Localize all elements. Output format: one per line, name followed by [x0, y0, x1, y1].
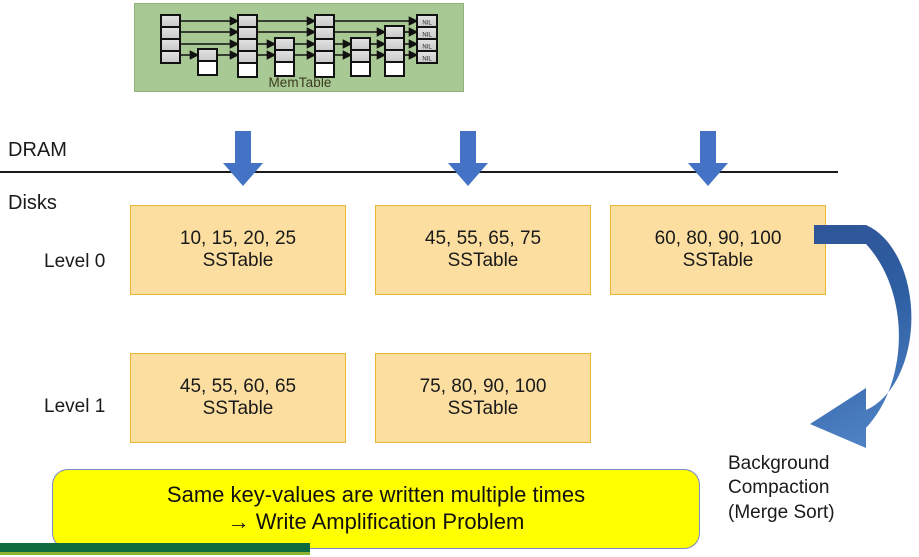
nil-label: NIL: [422, 33, 432, 39]
dram-disk-divider: [0, 171, 838, 173]
disks-label: Disks: [8, 192, 57, 214]
sstable-keys: 45, 55, 65, 75: [424, 227, 542, 249]
sstable-keys: 10, 15, 20, 25: [179, 227, 297, 249]
memtable-caption: MemTable: [268, 75, 332, 90]
flush-arrow-down-icon: [688, 131, 728, 186]
sstable-tag: SSTable: [447, 250, 519, 271]
sstable-tag: SSTable: [682, 250, 754, 271]
sstable-tag: SSTable: [202, 250, 274, 271]
sstable-tag: SSTable: [447, 398, 519, 419]
write-amplification-callout: Same key-values are written multiple tim…: [52, 469, 700, 549]
footer-band: [0, 543, 310, 552]
sstable-level0-0[interactable]: 10, 15, 20, 25 SSTable: [130, 205, 346, 295]
sstable-keys: 45, 55, 60, 65: [179, 375, 297, 397]
memtable-nil-tower: NIL NIL NIL NIL: [416, 14, 438, 64]
footer-rule: [0, 552, 310, 555]
compaction-caption-line2: Compaction: [728, 477, 830, 499]
memtable-panel: NIL NIL NIL NIL MemTable: [134, 3, 464, 92]
sstable-level0-2[interactable]: 60, 80, 90, 100 SSTable: [610, 205, 826, 295]
flush-arrow-down-icon: [448, 131, 488, 186]
level-1-label: Level 1: [44, 396, 106, 417]
sstable-keys: 60, 80, 90, 100: [654, 227, 782, 249]
sstable-keys: 75, 80, 90, 100: [419, 375, 547, 397]
sstable-tag: SSTable: [202, 398, 274, 419]
dram-label: DRAM: [8, 139, 67, 161]
callout-line1: Same key-values are written multiple tim…: [166, 482, 586, 508]
memtable-skiplist-diagram: NIL NIL NIL NIL: [160, 14, 438, 78]
compaction-caption-line3: (Merge Sort): [728, 501, 835, 523]
flush-arrow-down-icon: [223, 131, 263, 186]
sstable-level0-1[interactable]: 45, 55, 65, 75 SSTable: [375, 205, 591, 295]
compaction-caption: Background Compaction (Merge Sort): [728, 452, 913, 525]
compaction-curved-arrow-icon: [810, 225, 912, 448]
sstable-level1-0[interactable]: 45, 55, 60, 65 SSTable: [130, 353, 346, 443]
nil-label: NIL: [422, 45, 432, 51]
callout-line2: → Write Amplification Problem: [227, 509, 525, 534]
level-0-label: Level 0: [44, 251, 106, 272]
compaction-caption-line1: Background: [728, 453, 830, 474]
nil-label: NIL: [422, 57, 432, 63]
sstable-level1-1[interactable]: 75, 80, 90, 100 SSTable: [375, 353, 591, 443]
nil-label: NIL: [422, 21, 432, 27]
